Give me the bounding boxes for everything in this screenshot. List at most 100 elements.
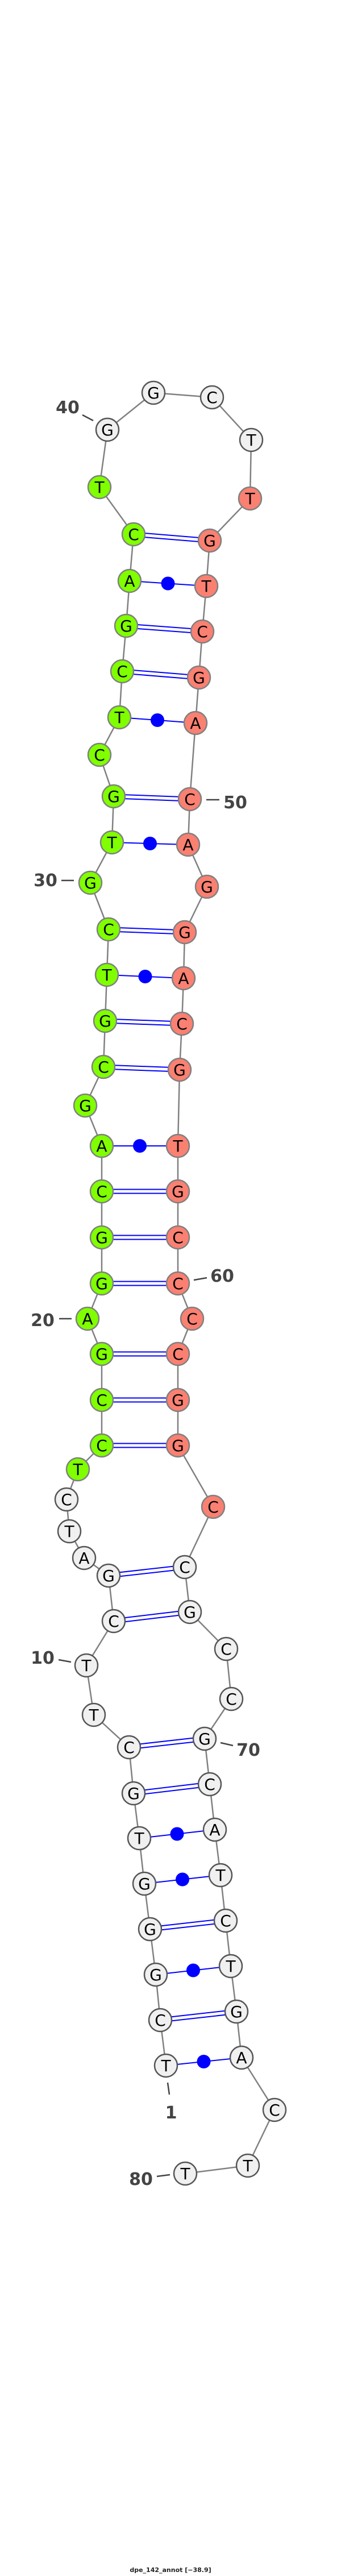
nucleotide-circle (153, 2053, 178, 2078)
nucleotide-41: G (141, 380, 166, 405)
nucleotide-circle (165, 1225, 190, 1250)
base-pair (111, 837, 189, 850)
nucleotide-circle (65, 1457, 90, 1482)
nucleotide-circle (101, 784, 126, 809)
nucleotide-letter: T (225, 1957, 236, 1976)
wobble-dot (151, 713, 164, 727)
nucleotide-letter: G (99, 1012, 111, 1031)
nucleotide-circle (197, 528, 222, 553)
nucleotide-circle (74, 1653, 99, 1678)
wobble-dot (176, 1872, 189, 1887)
pair-bond-line (122, 668, 199, 676)
nucleotide-circle (238, 486, 263, 511)
nucleotide-letter: T (94, 478, 105, 497)
pair-bond-line (133, 1781, 210, 1792)
nucleotide-letter: C (204, 1775, 215, 1794)
nucleotide-letter: T (160, 2056, 171, 2075)
pair-bond-line (113, 1609, 190, 1620)
nucleotide-circle (172, 1555, 197, 1580)
nucleotide-51: A (176, 832, 201, 857)
nucleotide-circle (165, 1133, 190, 1158)
pair-bond-line (114, 1613, 190, 1624)
nucleotide-letter: C (206, 388, 218, 407)
nucleotide-letter: G (198, 1730, 211, 1748)
nucleotide-letter: C (226, 1690, 237, 1709)
nucleotide-40: G (95, 417, 120, 442)
nucleotide-letter: G (144, 1920, 156, 1939)
pair-bond-line (109, 926, 185, 931)
nucleotide-circle (199, 385, 224, 410)
nucleotide-circle (127, 1826, 152, 1851)
nucleotide-20: A (75, 1306, 100, 1331)
nucleotide-circle (89, 1225, 114, 1250)
nucleotide-21: G (89, 1271, 114, 1296)
base-pair (133, 1781, 210, 1796)
nucleotide-letter: T (215, 1866, 226, 1885)
nucleotide-61: C (180, 1306, 205, 1331)
nucleotide-circle (81, 1702, 106, 1727)
nucleotide-42: C (199, 385, 224, 410)
nucleotide-65: C (201, 1494, 226, 1519)
nucleotide-circle (165, 1387, 190, 1412)
nucleotide-circle (201, 1494, 226, 1519)
nucleotide-letter: G (193, 668, 205, 687)
nucleotide-31: T (99, 830, 124, 855)
nucleotide-letter: G (95, 1274, 108, 1293)
nucleotide-17: C (89, 1433, 114, 1458)
nucleotide-circle (94, 962, 119, 987)
pair-bond-line (149, 1918, 226, 1928)
nucleotide-circle (73, 1093, 98, 1118)
nucleotide-letter: T (172, 1137, 183, 1156)
nucleotide-circle (89, 1341, 114, 1366)
pair-bond-line (134, 531, 210, 539)
nucleotide-circle (57, 1519, 82, 1544)
backbone-segment (177, 1069, 181, 1146)
base-pair (129, 576, 207, 591)
nucleotide-letter: G (201, 878, 213, 896)
nucleotide-circle (167, 1057, 192, 1082)
nucleotide-70: G (192, 1726, 217, 1751)
position-number: 70 (236, 1740, 260, 1760)
nucleotide-32: G (101, 784, 126, 809)
nucleotide-circle (132, 1871, 157, 1896)
nucleotide-circle (165, 1271, 190, 1296)
nucleotide-35: C (110, 659, 135, 684)
nucleotide-circle (101, 1609, 126, 1634)
nucleotide-circle (75, 1306, 100, 1331)
wobble-dot (186, 1963, 200, 1977)
nucleotide-circle (235, 2153, 260, 2178)
position-label-1: 1 (165, 2082, 177, 2123)
nucleotide-56: G (167, 1057, 192, 1082)
nucleotide-letter: G (149, 1966, 162, 1984)
nucleotide-14: T (57, 1519, 82, 1544)
nucleotide-letter: T (246, 431, 256, 450)
base-pair (102, 1397, 178, 1403)
base-pair (102, 1351, 178, 1357)
nucleotide-letter: C (96, 1391, 107, 1410)
nucleotide-15: C (54, 1487, 79, 1512)
base-pair (113, 793, 190, 802)
nucleotide-circle (107, 705, 132, 730)
nucleotide-36: G (114, 613, 139, 638)
nucleotide-circle (89, 1387, 114, 1412)
nucleotide-circle (110, 659, 135, 684)
nucleotide-letter: G (95, 1228, 108, 1247)
nucleotide-circle (89, 1133, 114, 1158)
nucleotide-circle (176, 832, 201, 857)
pair-bond-line (105, 1018, 182, 1023)
base-pair (155, 1963, 231, 1977)
nucleotide-55: C (169, 1011, 194, 1036)
nucleotide-circle (218, 1954, 243, 1979)
nucleotide-letter: G (95, 1345, 108, 1364)
wobble-dot (197, 2055, 211, 2068)
nucleotide-58: G (165, 1179, 190, 1204)
nucleotide-29: C (96, 917, 121, 942)
backbone-segment (189, 722, 197, 800)
nucleotide-77: A (229, 2045, 254, 2070)
nucleotide-circle (96, 1563, 121, 1588)
nucleotide-letter: T (106, 833, 117, 852)
nucleotide-34: T (107, 705, 132, 730)
nucleotide-circle (143, 1962, 168, 1987)
nucleotide-43: T (239, 427, 264, 452)
nucleotide-circle (121, 522, 146, 547)
